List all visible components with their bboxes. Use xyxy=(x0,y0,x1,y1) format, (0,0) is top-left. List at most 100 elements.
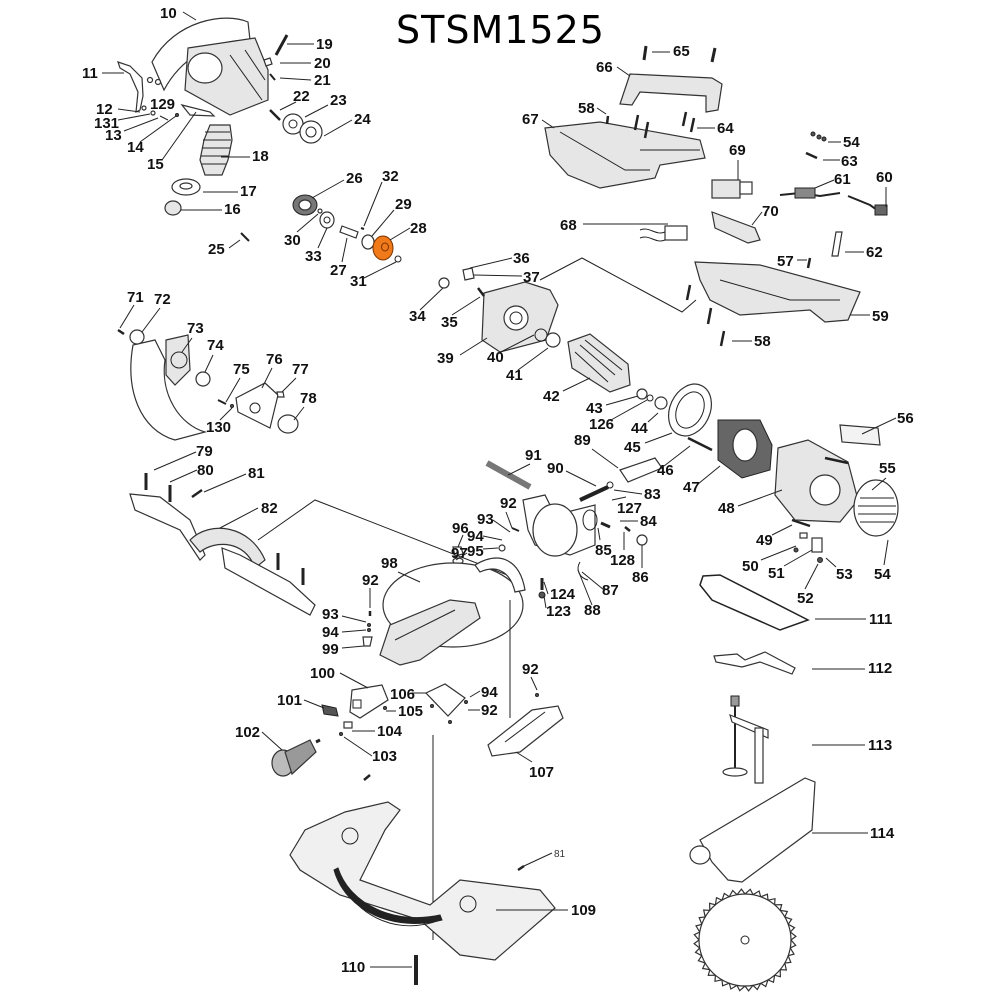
part-label-32: 32 xyxy=(382,168,399,185)
part-label-14: 14 xyxy=(127,139,144,156)
part-label-29: 29 xyxy=(395,196,412,213)
motor-housing-48 xyxy=(774,439,859,523)
handle-66 xyxy=(619,73,723,113)
bolts-19-22 xyxy=(263,34,289,121)
clip-104 xyxy=(343,721,353,729)
washer-29 xyxy=(361,234,375,250)
part-label-96: 96 xyxy=(452,520,469,537)
part-label-60: 60 xyxy=(876,169,893,186)
part-label-124: 124 xyxy=(550,586,576,603)
part-label-70: 70 xyxy=(762,203,779,220)
guard-lever xyxy=(117,61,144,114)
clip-81 xyxy=(191,488,203,499)
clip-81d xyxy=(517,864,525,872)
part-label-62: 62 xyxy=(866,244,883,261)
part-label-42: 42 xyxy=(543,388,560,405)
part-label-93a: 93 xyxy=(477,511,494,528)
part-label-90: 90 xyxy=(547,460,564,477)
spring-90 xyxy=(579,485,609,502)
part-label-31: 31 xyxy=(350,273,367,290)
small-screws-12-14 xyxy=(141,76,179,121)
part-label-64: 64 xyxy=(717,120,734,137)
part-label-92c: 92 xyxy=(522,661,539,678)
screw-49 xyxy=(791,518,811,528)
ring-126 xyxy=(646,394,654,402)
part-label-27: 27 xyxy=(330,262,347,279)
part-label-13: 13 xyxy=(105,127,122,144)
shaft-27 xyxy=(339,225,359,239)
part-label-84: 84 xyxy=(640,513,657,530)
bearing-41 xyxy=(545,332,561,348)
part-label-57: 57 xyxy=(777,253,794,270)
part-label-92d: 92 xyxy=(481,702,498,719)
stator-47 xyxy=(717,419,773,479)
part-label-19: 19 xyxy=(316,36,333,53)
part-label-92a: 92 xyxy=(500,495,517,512)
part-label-126: 126 xyxy=(589,416,615,433)
part-label-54b: 54 xyxy=(874,566,891,583)
part-label-112: 112 xyxy=(868,660,893,677)
part-label-58b: 58 xyxy=(754,333,771,350)
part-label-128: 128 xyxy=(610,552,636,569)
part-label-111: 111 xyxy=(869,611,893,628)
bellows-spring-18 xyxy=(199,124,233,176)
part-label-94b: 94 xyxy=(322,624,339,641)
flanges-23-24 xyxy=(282,113,323,144)
arm-pivot-assembly xyxy=(522,494,598,557)
part-label-72: 72 xyxy=(154,291,171,308)
screws-58-64 xyxy=(605,111,696,139)
washer-74 xyxy=(195,371,211,387)
part-label-81b: 81 xyxy=(554,849,566,860)
plate-72 xyxy=(129,329,145,345)
part-label-33: 33 xyxy=(305,248,322,265)
part-label-94c: 94 xyxy=(481,684,498,701)
part-label-129: 129 xyxy=(150,96,176,113)
part-label-37: 37 xyxy=(523,269,540,286)
bracket-100 xyxy=(349,684,389,719)
part-label-46: 46 xyxy=(657,462,674,479)
part-label-52: 52 xyxy=(797,590,814,607)
housing-59 xyxy=(694,261,861,323)
knob-36-37 xyxy=(462,267,475,281)
screws-54-63 xyxy=(805,131,827,160)
brush-holder-62 xyxy=(831,231,843,257)
part-label-104: 104 xyxy=(377,723,403,740)
hex-key-112 xyxy=(713,651,796,675)
screws-92-94-99 xyxy=(362,611,373,647)
part-label-87: 87 xyxy=(602,582,619,599)
screws-92-94-106 xyxy=(430,700,468,724)
part-label-127: 127 xyxy=(617,500,643,517)
part-label-99: 99 xyxy=(322,641,339,658)
part-label-92b: 92 xyxy=(362,572,379,589)
part-label-17: 17 xyxy=(240,183,257,200)
part-label-103: 103 xyxy=(372,748,398,765)
part-label-44: 44 xyxy=(631,420,648,437)
screw-92-107 xyxy=(535,693,539,697)
bushing-44 xyxy=(654,396,668,410)
part-label-53: 53 xyxy=(836,566,853,583)
part-label-68: 68 xyxy=(560,217,577,234)
part-label-54a: 54 xyxy=(843,134,860,151)
part-label-21: 21 xyxy=(314,72,331,89)
bearing-43 xyxy=(636,388,648,400)
part-label-65: 65 xyxy=(673,43,690,60)
part-label-20: 20 xyxy=(314,55,331,72)
part-label-69: 69 xyxy=(729,142,746,159)
part-label-41: 41 xyxy=(506,367,523,384)
upper-blade-guard xyxy=(151,17,269,116)
table-98 xyxy=(379,562,524,666)
saw-blade xyxy=(693,888,797,992)
housing-67 xyxy=(544,121,706,189)
part-label-89: 89 xyxy=(574,432,591,449)
clip-81c xyxy=(363,774,371,781)
key-32 xyxy=(360,227,365,230)
part-label-109: 109 xyxy=(571,902,597,919)
part-label-95: 95 xyxy=(467,543,484,560)
part-label-28: 28 xyxy=(410,220,427,237)
clip-87-88 xyxy=(577,561,589,581)
bracket-70 xyxy=(711,211,761,244)
leader-82 xyxy=(257,499,521,581)
washer-30 xyxy=(317,208,323,214)
part-label-80: 80 xyxy=(197,462,214,479)
